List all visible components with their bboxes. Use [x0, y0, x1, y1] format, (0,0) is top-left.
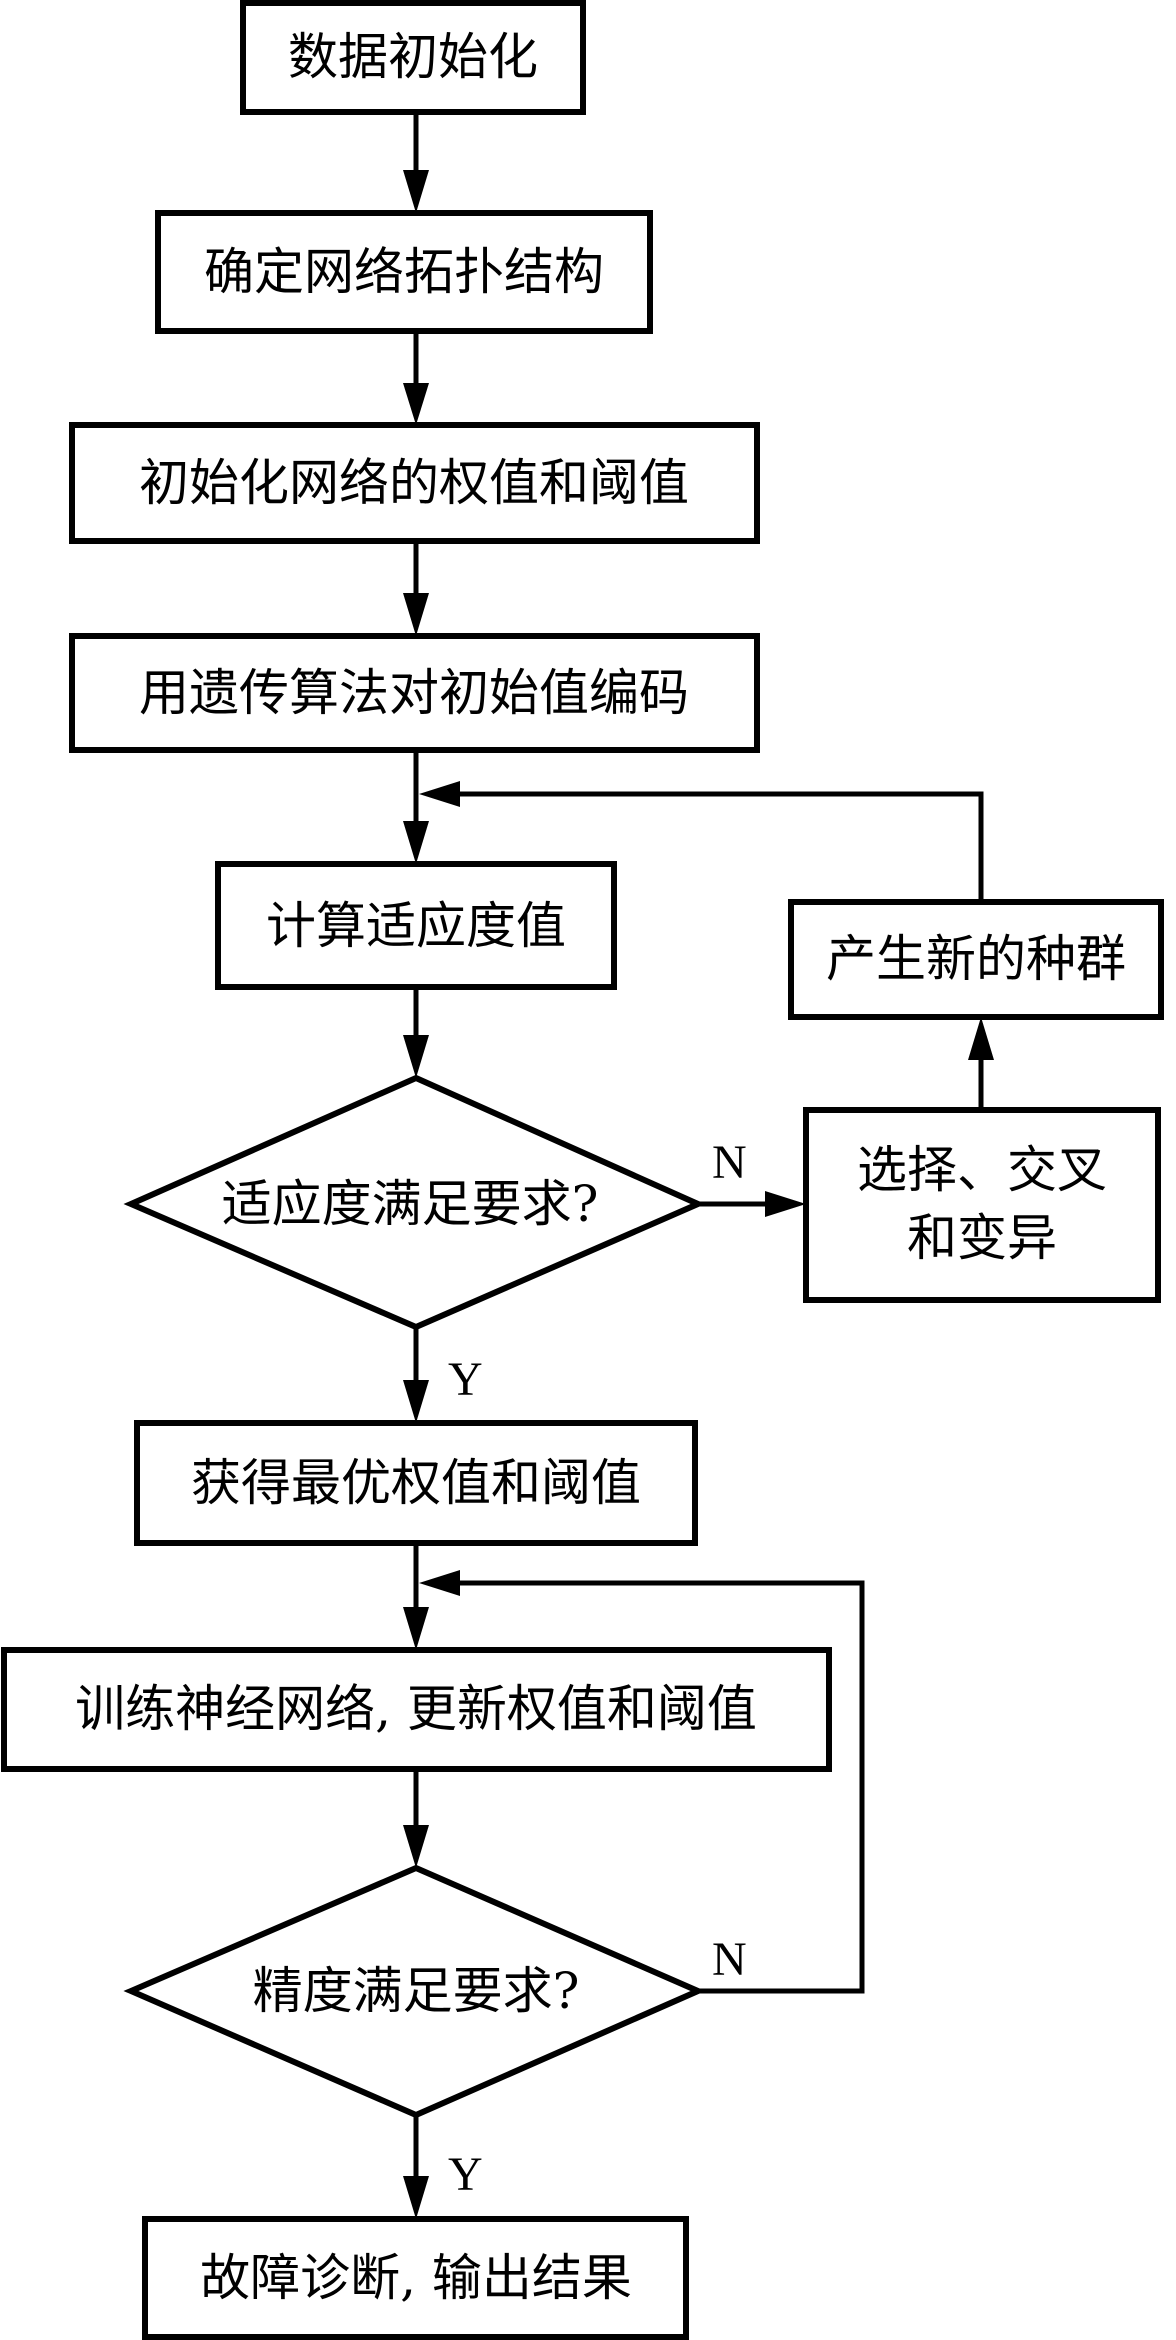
arrow-2	[403, 331, 429, 425]
node-best-label: 获得最优权值和阈值	[191, 1454, 641, 1512]
node-init-weights-label: 初始化网络的权值和阈值	[139, 454, 689, 512]
arrow-loop-2	[419, 1570, 865, 1994]
node-init-data-label: 数据初始化	[288, 28, 538, 86]
node-topology	[155, 210, 653, 334]
arrow-7	[403, 1769, 429, 1868]
arrow-1	[403, 112, 429, 213]
arrow-3	[403, 541, 429, 636]
node-ga-ops-label-line2: 和变异	[907, 1209, 1057, 1267]
node-topology-label: 确定网络拓扑结构	[204, 243, 604, 301]
node-ga-ops-label-line1: 选择、交叉	[857, 1141, 1107, 1199]
node-output	[142, 2216, 689, 2340]
node-output-label: 故障诊断, 输出结果	[200, 2249, 632, 2307]
node-best	[134, 1420, 698, 1546]
label-yes-2: Y	[448, 2148, 483, 2201]
arrow-4	[403, 750, 429, 864]
label-yes-1: Y	[448, 1353, 483, 1406]
node-new-population	[788, 899, 1164, 1020]
arrow-6	[403, 1543, 429, 1650]
label-no-2: N	[712, 1933, 747, 1986]
decision-fitness-label: 适应度满足要求?	[222, 1175, 599, 1233]
node-ga-ops	[803, 1107, 1161, 1303]
node-train-label: 训练神经网络, 更新权值和阈值	[75, 1680, 757, 1738]
arrow-ga-to-newpop	[968, 1017, 994, 1110]
arrow-no-1	[698, 1191, 806, 1217]
node-new-population-label: 产生新的种群	[826, 930, 1126, 988]
label-no-1: N	[712, 1136, 747, 1189]
node-init-data	[240, 0, 586, 115]
arrow-loop-1	[419, 781, 984, 902]
decision-accuracy-label: 精度满足要求?	[253, 1962, 580, 2020]
arrow-yes-1	[403, 1327, 429, 1423]
node-fitness-label: 计算适应度值	[266, 897, 566, 955]
arrow-yes-2	[403, 2115, 429, 2219]
arrow-5	[403, 987, 429, 1078]
node-ga-encode	[69, 633, 760, 753]
node-ga-encode-label: 用遗传算法对初始值编码	[139, 664, 689, 722]
